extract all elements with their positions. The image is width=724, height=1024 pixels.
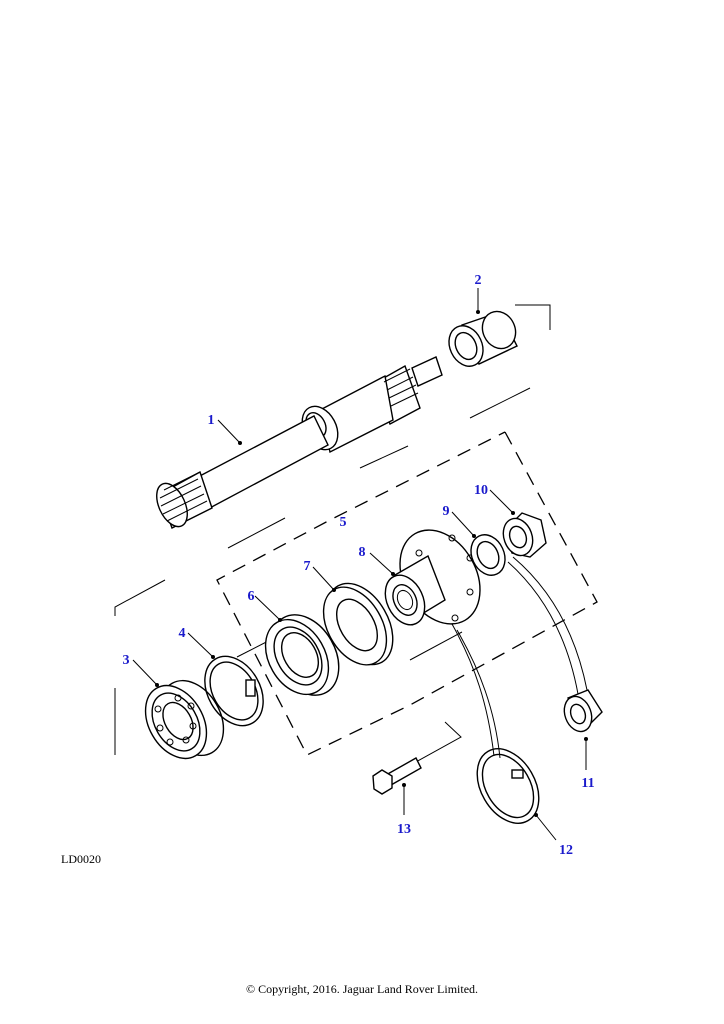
callout-7: 7 [304, 559, 311, 574]
bearing [144, 679, 225, 760]
callout-6: 6 [248, 589, 255, 604]
diagram-code: LD0020 [61, 852, 101, 866]
output-shaft [156, 356, 443, 529]
nut-10 [502, 512, 547, 558]
bolt [372, 757, 422, 795]
callout-3: 3 [123, 653, 130, 668]
callout-1: 1 [208, 413, 215, 428]
callout-2: 2 [475, 273, 482, 288]
callout-13: 13 [397, 822, 411, 837]
spacer-sleeve [448, 310, 518, 367]
callout-4: 4 [179, 626, 186, 641]
dust-shield [322, 582, 394, 666]
circlip-12 [476, 748, 540, 824]
copyright-notice: © Copyright, 2016. Jaguar Land Rover Lim… [245, 982, 479, 996]
callout-9: 9 [443, 504, 450, 519]
callout-5: 5 [340, 515, 347, 530]
section-lines [114, 304, 551, 769]
callout-12: 12 [559, 843, 573, 858]
callout-11: 11 [581, 776, 594, 791]
kit-boundary [216, 431, 598, 756]
circlip-4 [204, 655, 264, 727]
nut-11 [563, 689, 603, 733]
assembly-lines [451, 556, 588, 759]
callout-8: 8 [359, 545, 366, 560]
leader-dots [155, 310, 588, 817]
drive-flange [384, 529, 481, 626]
callout-10: 10 [474, 483, 488, 498]
washer [470, 534, 506, 576]
leader-lines [132, 288, 587, 841]
callout-labels: 1 2 3 4 5 6 7 8 9 10 11 12 13 [123, 273, 595, 858]
oil-seal [264, 614, 340, 696]
